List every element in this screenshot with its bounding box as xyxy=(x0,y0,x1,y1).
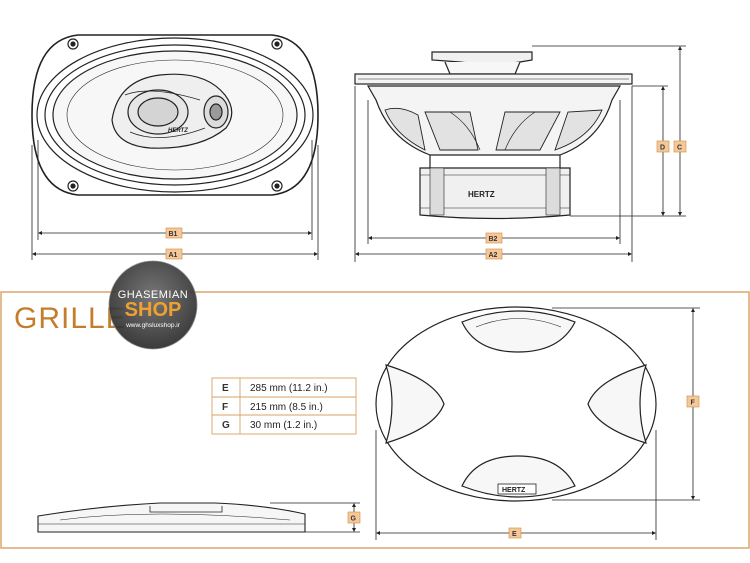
shop-watermark-logo: GHASEMIAN SHOP www.ghsluxshop.ir xyxy=(108,260,198,350)
dim-tag-b1: B1 xyxy=(165,227,183,239)
svg-text:G: G xyxy=(222,420,230,431)
dim-tag-c: C xyxy=(673,140,687,153)
front-brand-label: HERTZ xyxy=(168,128,188,134)
grille-title: GRILLE xyxy=(14,302,127,335)
grille-front-view xyxy=(375,306,657,502)
dim-tag-d: D xyxy=(656,140,670,153)
svg-text:GHASEMIAN: GHASEMIAN xyxy=(118,289,189,301)
svg-text:F: F xyxy=(691,400,696,407)
grille-section-frame xyxy=(0,291,750,549)
svg-text:215 mm (8.5 in.): 215 mm (8.5 in.) xyxy=(250,402,323,413)
grille-left-slot xyxy=(385,364,445,444)
svg-text:C: C xyxy=(677,145,682,152)
svg-text:G: G xyxy=(351,516,357,523)
spec-row-e: E 285 mm (11.2 in.) xyxy=(222,383,328,394)
svg-text:A2: A2 xyxy=(489,252,498,259)
svg-text:A1: A1 xyxy=(169,252,178,259)
svg-text:SHOP: SHOP xyxy=(125,299,182,321)
dim-tag-g: G xyxy=(347,511,361,524)
side-brand-label: HERTZ xyxy=(468,190,495,199)
svg-text:E: E xyxy=(512,531,517,538)
svg-text:E: E xyxy=(222,383,229,394)
dim-tag-b2: B2 xyxy=(485,232,503,244)
spec-row-g: G 30 mm (1.2 in.) xyxy=(222,420,317,431)
svg-text:30 mm (1.2 in.): 30 mm (1.2 in.) xyxy=(250,420,317,431)
front-surround xyxy=(44,44,306,186)
svg-text:285 mm (11.2 in.): 285 mm (11.2 in.) xyxy=(250,383,328,394)
speaker-side-view xyxy=(354,51,633,220)
grille-bottom-slot xyxy=(461,455,576,498)
svg-text:B2: B2 xyxy=(489,236,498,243)
spec-row-f: F 215 mm (8.5 in.) xyxy=(222,402,323,413)
dim-tag-a2: A2 xyxy=(485,248,503,260)
speaker-front-view xyxy=(31,34,319,196)
grille-outer-oval xyxy=(375,306,657,502)
grille-spec-table: E 285 mm (11.2 in.) F 215 mm (8.5 in.) G… xyxy=(211,377,357,435)
grille-right-slot xyxy=(587,364,647,444)
grille-badge xyxy=(497,483,537,495)
grille-top-slot xyxy=(461,310,576,353)
grille-side-view xyxy=(37,502,306,533)
grille-brand-label: HERTZ xyxy=(502,487,526,494)
front-basket-ring xyxy=(36,37,314,193)
side-magnet xyxy=(419,167,571,220)
svg-text:www.ghsluxshop.ir: www.ghsluxshop.ir xyxy=(125,322,181,329)
svg-text:D: D xyxy=(660,145,665,152)
dim-tag-f: F xyxy=(686,395,700,408)
dim-tag-a1: A1 xyxy=(165,248,183,260)
svg-text:F: F xyxy=(222,402,228,413)
front-mount-holes xyxy=(67,38,283,192)
dim-tag-e: E xyxy=(508,527,522,539)
front-outer-frame xyxy=(31,34,319,196)
svg-text:B1: B1 xyxy=(169,231,178,238)
